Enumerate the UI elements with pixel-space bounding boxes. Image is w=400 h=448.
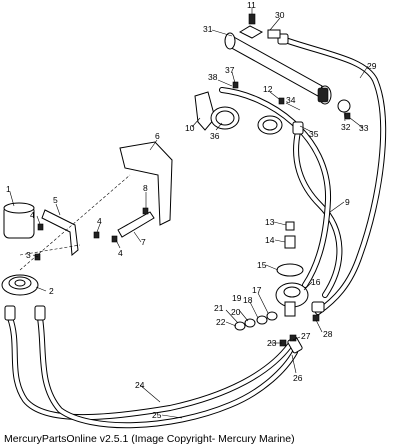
callout-4b: 4 [97,216,102,226]
callout-4a: 4 [30,210,35,220]
alignment-lines [19,174,131,271]
callout-9: 9 [345,197,350,207]
callout-25: 25 [152,410,162,420]
bracket-5 [41,209,79,256]
callout-6: 6 [155,131,160,141]
adapter-16 [275,282,309,317]
callout-29: 29 [367,61,377,71]
callout-28: 28 [323,329,333,339]
bracket-6 [119,141,173,226]
leader-lines [9,8,369,419]
callout-3: 3 [26,250,31,260]
callout-1: 1 [6,184,11,194]
callout-2: 2 [49,286,54,296]
callout-12: 12 [263,84,273,94]
filter-adapter-2 [1,274,39,296]
callout-36: 36 [210,131,220,141]
callout-20: 20 [231,307,241,317]
end-cap-assembly [317,85,332,105]
hose-29 [282,37,387,315]
callout-18: 18 [243,295,253,305]
callout-17: 17 [252,285,262,295]
callout-16: 16 [311,277,321,287]
callout-11: 11 [247,0,256,10]
copyright-caption: MercuryPartsOnline v2.5.1 (Image Copyrig… [4,433,295,445]
callout-24: 24 [135,380,145,390]
plug-13 [285,221,295,231]
clamp-35 [257,115,283,135]
clamp-10 [194,91,216,131]
callout-38: 38 [208,72,218,82]
hose-9 [293,129,343,298]
callout-10: 10 [185,123,195,133]
callout-5: 5 [53,195,58,205]
hose-25 [37,315,298,429]
callout-15: 15 [257,260,267,270]
clamp-36 [210,106,240,130]
o-ring-15 [276,263,304,277]
callout-31: 31 [203,24,213,34]
callout-19: 19 [232,293,242,303]
callout-21: 21 [214,303,224,313]
callout-13: 13 [265,217,275,227]
callout-23: 23 [267,338,277,348]
callout-33: 33 [359,123,369,133]
callout-22: 22 [216,317,226,327]
callout-37: 37 [225,65,235,75]
callout-27: 27 [301,331,311,341]
callout-4c: 4 [118,248,123,258]
callout-14: 14 [265,235,275,245]
callout-8: 8 [143,183,148,193]
callout-32: 32 [341,122,351,132]
callout-35: 35 [309,129,319,139]
callout-labels: 1 2 3 4 5 6 7 8 4 4 9 10 11 12 13 14 15 … [6,0,377,420]
callout-26: 26 [293,373,303,383]
heat-exchanger-31 [224,25,323,97]
oil-filter-1 [3,202,35,239]
hose-24 [7,315,293,421]
callout-34: 34 [286,95,296,105]
bracket-7 [117,211,155,238]
hose-26 [219,87,332,288]
fitting-14 [284,235,296,249]
callout-30: 30 [275,10,285,20]
seal-rings [234,311,278,331]
callout-7: 7 [141,237,146,247]
